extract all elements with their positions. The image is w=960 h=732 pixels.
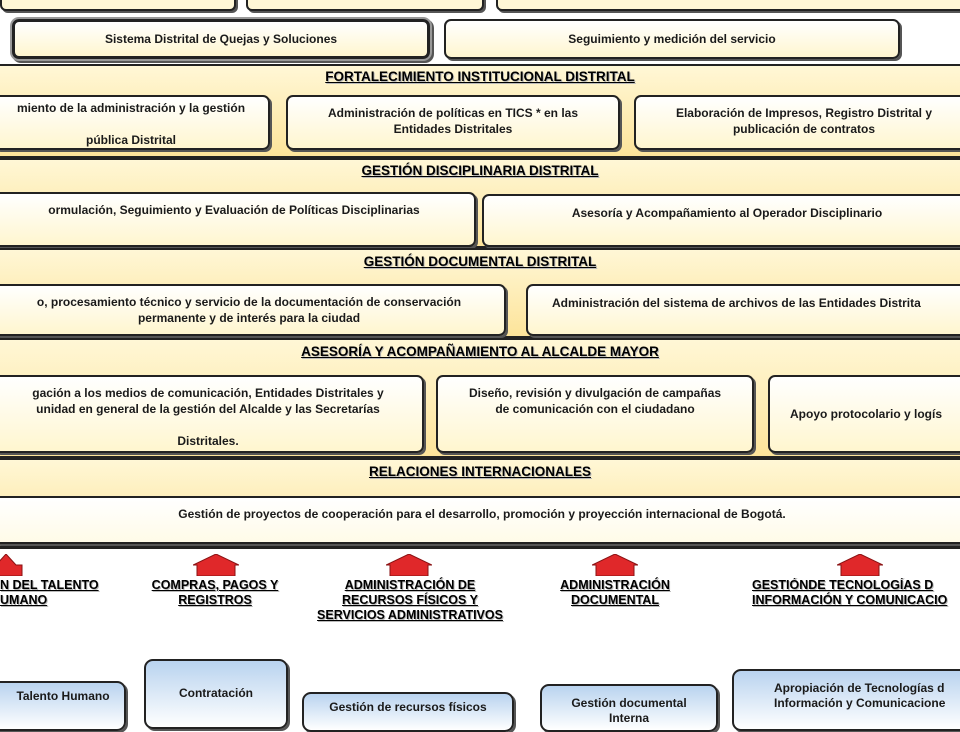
up-arrow-icon <box>592 554 638 576</box>
support-label-talento: N DEL TALENTO UMANO <box>0 578 99 607</box>
asesoria-box-1: gación a los medios de comunicación, Ent… <box>0 375 424 453</box>
up-arrow-icon <box>193 554 239 576</box>
support-label-tic: GESTIÓNDE TECNOLOGÍAS D INFORMACIÓN Y CO… <box>752 578 948 607</box>
internacionales-box: Gestión de proyectos de cooperación para… <box>0 496 960 544</box>
up-arrow-icon <box>386 554 432 576</box>
disciplinaria-box-1: ormulación, Seguimiento y Evaluación de … <box>0 192 476 247</box>
fortalecimiento-box-2: Administración de políticas en TICS * en… <box>286 95 620 150</box>
talento-humano-box: Talento Humano <box>0 681 126 731</box>
seguimiento-box: Seguimiento y medición del servicio <box>444 19 900 59</box>
asesoria-box-3: Apoyo protocolario y logís <box>768 375 960 453</box>
support-label-compras: COMPRAS, PAGOS Y REGISTROS <box>151 578 279 607</box>
cutoff-box-2 <box>246 0 484 11</box>
documental-box-2: Administración del sistema de archivos d… <box>526 284 960 336</box>
fortalecimiento-box-3: Elaboración de Impresos, Registro Distri… <box>634 95 960 150</box>
disciplinaria-title: GESTIÓN DISCIPLINARIA DISTRITAL <box>361 163 599 178</box>
disciplinaria-box-2: Asesoría y Acompañamiento al Operador Di… <box>482 194 960 247</box>
asesoria-box-2: Diseño, revisión y divulgación de campañ… <box>436 375 754 453</box>
internacionales-title: RELACIONES INTERNACIONALES <box>368 464 591 479</box>
documental-interna-box: Gestión documental Interna <box>540 684 718 732</box>
up-arrow-icon <box>837 554 883 576</box>
up-arrow-icon <box>0 554 46 576</box>
sistema-quejas-box: Sistema Distrital de Quejas y Soluciones <box>12 19 430 59</box>
documental-title: GESTIÓN DOCUMENTAL DISTRITAL <box>363 254 597 269</box>
apropiacion-tic-box: Apropiación de Tecnologías d Información… <box>732 669 960 731</box>
fortalecimiento-title: FORTALECIMIENTO INSTITUCIONAL DISTRITAL <box>325 69 635 84</box>
fortalecimiento-box-1: miento de la administración y la gestión… <box>0 95 270 150</box>
asesoria-title: ASESORÍA Y ACOMPAÑAMIENTO AL ALCALDE MAY… <box>301 344 659 359</box>
documental-box-1: o, procesamiento técnico y servicio de l… <box>0 284 506 336</box>
cutoff-box-3 <box>496 0 960 11</box>
contratacion-box: Contratación <box>144 659 288 729</box>
recursos-fisicos-box: Gestión de recursos físicos <box>302 692 514 732</box>
support-label-administracion-documental: ADMINISTRACIÓN DOCUMENTAL <box>560 578 670 607</box>
cutoff-box-1 <box>0 0 236 11</box>
support-label-recursos-fisicos: ADMINISTRACIÓN DE RECURSOS FÍSICOS Y SER… <box>317 578 503 622</box>
